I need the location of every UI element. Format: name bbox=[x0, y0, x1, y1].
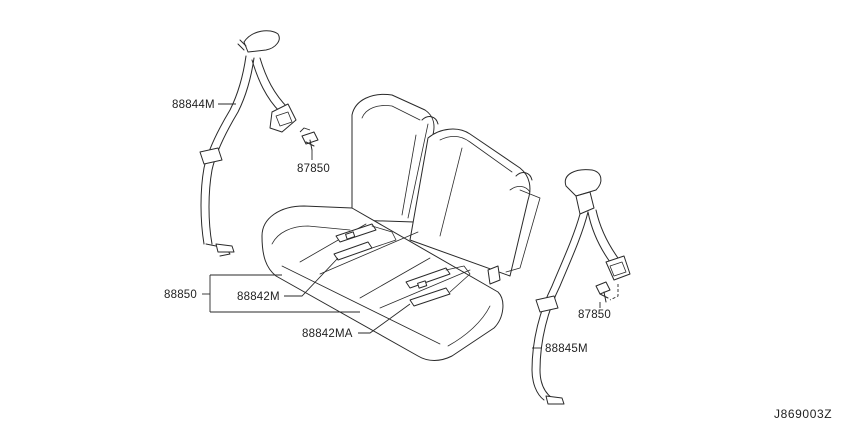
left-retractor bbox=[269, 103, 297, 133]
rear-seat-assembly bbox=[261, 93, 541, 361]
leader-lines bbox=[202, 103, 601, 349]
seat-cushion bbox=[261, 205, 504, 361]
drawing-code: J869003Z bbox=[774, 407, 832, 421]
right-seat-belt-assembly bbox=[531, 169, 631, 405]
left-belt-guide bbox=[243, 30, 280, 53]
right-slip-ring bbox=[535, 295, 559, 313]
right-bolt bbox=[595, 281, 611, 303]
seat-back-left bbox=[351, 93, 435, 223]
left-slip-ring bbox=[199, 147, 223, 165]
label-88842m: 88842M bbox=[237, 291, 280, 303]
right-retractor bbox=[605, 255, 631, 281]
label-88844m: 88844M bbox=[172, 99, 215, 111]
label-87850-right: 87850 bbox=[578, 309, 611, 321]
left-seat-belt-assembly bbox=[199, 30, 319, 257]
label-88850: 88850 bbox=[164, 289, 197, 301]
right-buckle-assembly bbox=[405, 265, 501, 307]
label-88845m: 88845M bbox=[545, 343, 588, 355]
left-bolt bbox=[299, 127, 319, 151]
label-88842ma: 88842MA bbox=[302, 328, 353, 340]
right-belt-guide bbox=[564, 169, 602, 197]
center-buckle-assembly bbox=[333, 223, 397, 261]
seat-back-right bbox=[409, 116, 541, 277]
label-87850-left: 87850 bbox=[297, 163, 330, 175]
